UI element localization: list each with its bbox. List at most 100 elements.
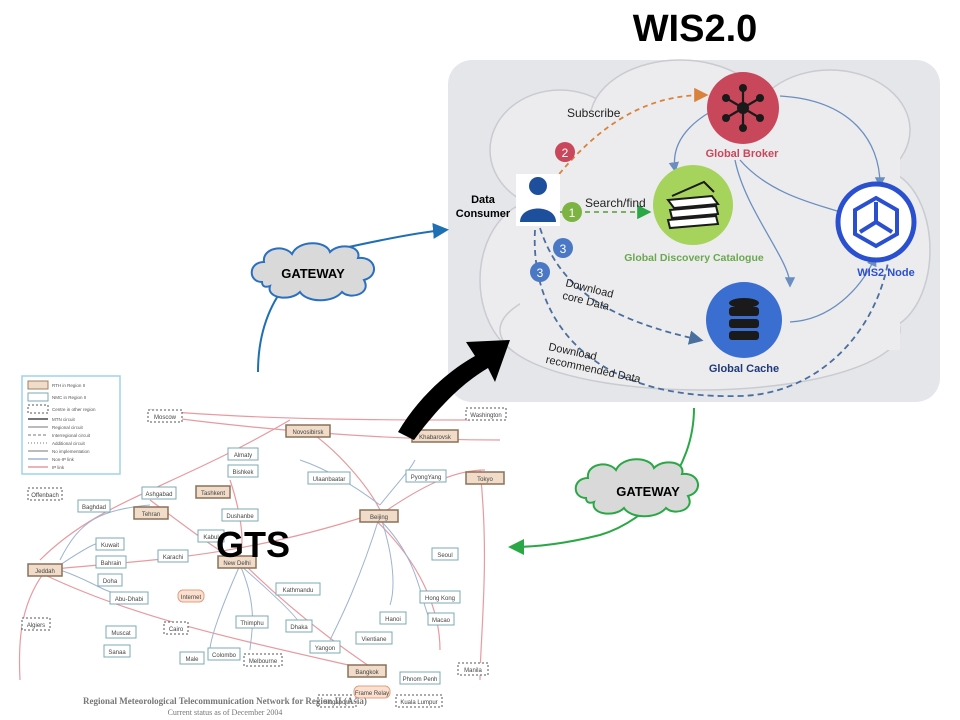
gts-centre-label: Thimphu — [240, 621, 263, 627]
svg-text:Non-IP link: Non-IP link — [52, 457, 75, 462]
svg-text:NMC in Region II: NMC in Region II — [52, 395, 86, 400]
gts-centre-tashkent: Tashkent — [195, 485, 231, 499]
gts-centre-label: Cairo — [169, 627, 184, 633]
gts-centre-label: Hong Kong — [425, 596, 455, 602]
gts-centre-label: Tehran — [142, 512, 160, 518]
gts-centre-kuala-lumpur: Kuala Lumpur — [395, 694, 443, 708]
svg-text:Regional circuit: Regional circuit — [52, 425, 84, 430]
gts-centre-sanaa: Sanaa — [103, 644, 131, 658]
broker-to-node-line — [739, 159, 841, 213]
gts-centre-vientiane: Vientiane — [355, 631, 393, 645]
step-1-badge: 1 — [562, 202, 582, 222]
gts-centre-algiers: Algiers — [21, 617, 51, 631]
gts-centre-label: Dushanbe — [226, 514, 254, 520]
gts-centre-abu-dhabi: Abu-Dhabi — [109, 591, 149, 605]
gts-title: GTS — [216, 524, 291, 565]
gts-centre-label: Offenbach — [31, 493, 59, 499]
gts-centre-label: Moscow — [154, 415, 177, 421]
gts-centre-bangkok: Bangkok — [347, 664, 387, 678]
gts-centre-washington: Washington — [465, 407, 507, 421]
gts-centre-internet: Internet — [177, 589, 205, 603]
gts-centre-colombo: Colombo — [207, 647, 241, 661]
gts-centre-novosibirsk: Novosibirsk — [285, 424, 331, 438]
gts-centre-ashgabad: Ashgabad — [141, 486, 177, 500]
svg-text:IP link: IP link — [52, 465, 65, 470]
global-broker-icon — [707, 72, 779, 144]
gts-centre-tokyo: Tokyo — [465, 471, 505, 485]
global-broker-label: Global Broker — [706, 148, 779, 160]
wis2-node-icon — [835, 181, 917, 263]
gts-centre-moscow: Moscow — [147, 409, 183, 423]
gts-centre-new-delhi: New Delhi — [217, 555, 257, 569]
gts-centre-label: Muscat — [111, 631, 131, 637]
gts-legend: RTH in Region II NMC in Region II Centre… — [21, 375, 121, 475]
gts-centre-baghdad: Baghdad — [77, 499, 111, 513]
gts-centre-label: Ashgabad — [145, 492, 172, 498]
wis2-node-label: WIS2 Node — [857, 267, 914, 279]
gts-centre-label: Washington — [470, 413, 501, 419]
wis2-title: WIS2.0 — [632, 8, 758, 50]
gts-centre-label: Dhaka — [290, 625, 308, 631]
gts-centre-label: Baghdad — [82, 505, 106, 511]
gateway-label-lower: GATEWAY — [616, 484, 680, 499]
gts-centre-label: Bishkek — [232, 470, 254, 476]
gts-centre-yangon: Yangon — [309, 640, 341, 654]
gts-centre-jeddah: Jeddah — [27, 563, 63, 577]
gts-centre-bahrain: Bahrain — [95, 555, 127, 569]
gts-centre-label: Novosibirsk — [292, 430, 324, 436]
gts-centre-tehran: Tehran — [133, 506, 169, 520]
gts-centre-label: Algiers — [27, 623, 45, 629]
wis-to-gts-lower-arrow — [508, 407, 695, 555]
gts-centre-beijing: Beijing — [359, 509, 399, 523]
gts-centre-thimphu: Thimphu — [235, 615, 269, 629]
download-recommended-arrow — [533, 229, 891, 397]
gts-centre-label: Singapore — [323, 700, 351, 706]
gateway-cloud-lower: GATEWAY — [574, 458, 699, 518]
gts-centre-singapore: Singapore — [317, 694, 357, 708]
svg-text:3: 3 — [537, 266, 544, 280]
gts-ip-links — [18, 409, 501, 681]
global-discovery-catalogue-label: Global Discovery Catalogue — [624, 252, 764, 264]
gts-centre-kuwait: Kuwait — [95, 537, 125, 551]
gts-centre-label: Tokyo — [477, 477, 493, 483]
gts-centre-label: Phnom Penh — [403, 677, 438, 683]
gts-centre-label: Tashkent — [201, 491, 225, 497]
gts-centre-label: Kuala Lumpur — [400, 700, 437, 706]
svg-text:Centre in other region: Centre in other region — [52, 407, 96, 412]
gts-centre-manila: Manila — [457, 662, 489, 676]
gts-centre-label: PyongYang — [411, 475, 442, 481]
gts-centre-label: Sanaa — [108, 650, 126, 656]
download-core-arrow — [539, 227, 704, 345]
step-3-badge-core: 3 — [553, 238, 573, 258]
gts-centre-label: Internet — [181, 595, 202, 601]
global-cache-icon — [706, 282, 782, 358]
step-3-badge-recommended: 3 — [530, 262, 550, 282]
gts-centres: MoscowNovosibirskKhabarovskWashingtonAlm… — [21, 407, 507, 708]
gts-centre-label: Jeddah — [35, 569, 55, 575]
gts-centre-melbourne: Melbourne — [243, 653, 283, 667]
svg-text:MTN circuit: MTN circuit — [52, 417, 75, 422]
gts-map-caption: Regional Meteorological Telecommunicatio… — [83, 696, 367, 706]
svg-text:1: 1 — [569, 206, 576, 220]
svg-text:3: 3 — [560, 242, 567, 256]
gts-network-map: RTH in Region II NMC in Region II Centre… — [18, 375, 507, 708]
gts-to-wis-main-arrow — [398, 340, 510, 440]
gts-centre-label: Ulaanbaatar — [313, 477, 346, 483]
gts-centre-hong-kong: Hong Kong — [419, 590, 461, 604]
global-cache-label: Global Cache — [709, 363, 779, 375]
gts-centre-label: Seoul — [437, 553, 452, 559]
gts-centre-karachi: Karachi — [157, 549, 189, 563]
gts-centre-kathmandu: Kathmandu — [275, 582, 321, 596]
data-consumer-icon — [516, 174, 560, 226]
global-discovery-catalogue-icon — [653, 165, 733, 245]
gts-centre-dhaka: Dhaka — [285, 619, 313, 633]
gts-centre-frame-relay: Frame Relay — [353, 685, 391, 699]
gts-centre-ulaanbaatar: Ulaanbaatar — [307, 471, 351, 485]
gts-centre-label: Frame Relay — [355, 691, 389, 697]
gts-centre-label: Bahrain — [101, 561, 122, 567]
svg-text:Additional circuit: Additional circuit — [52, 441, 86, 446]
gts-centre-macao: Macao — [427, 612, 455, 626]
gts-centre-cairo: Cairo — [163, 621, 189, 635]
